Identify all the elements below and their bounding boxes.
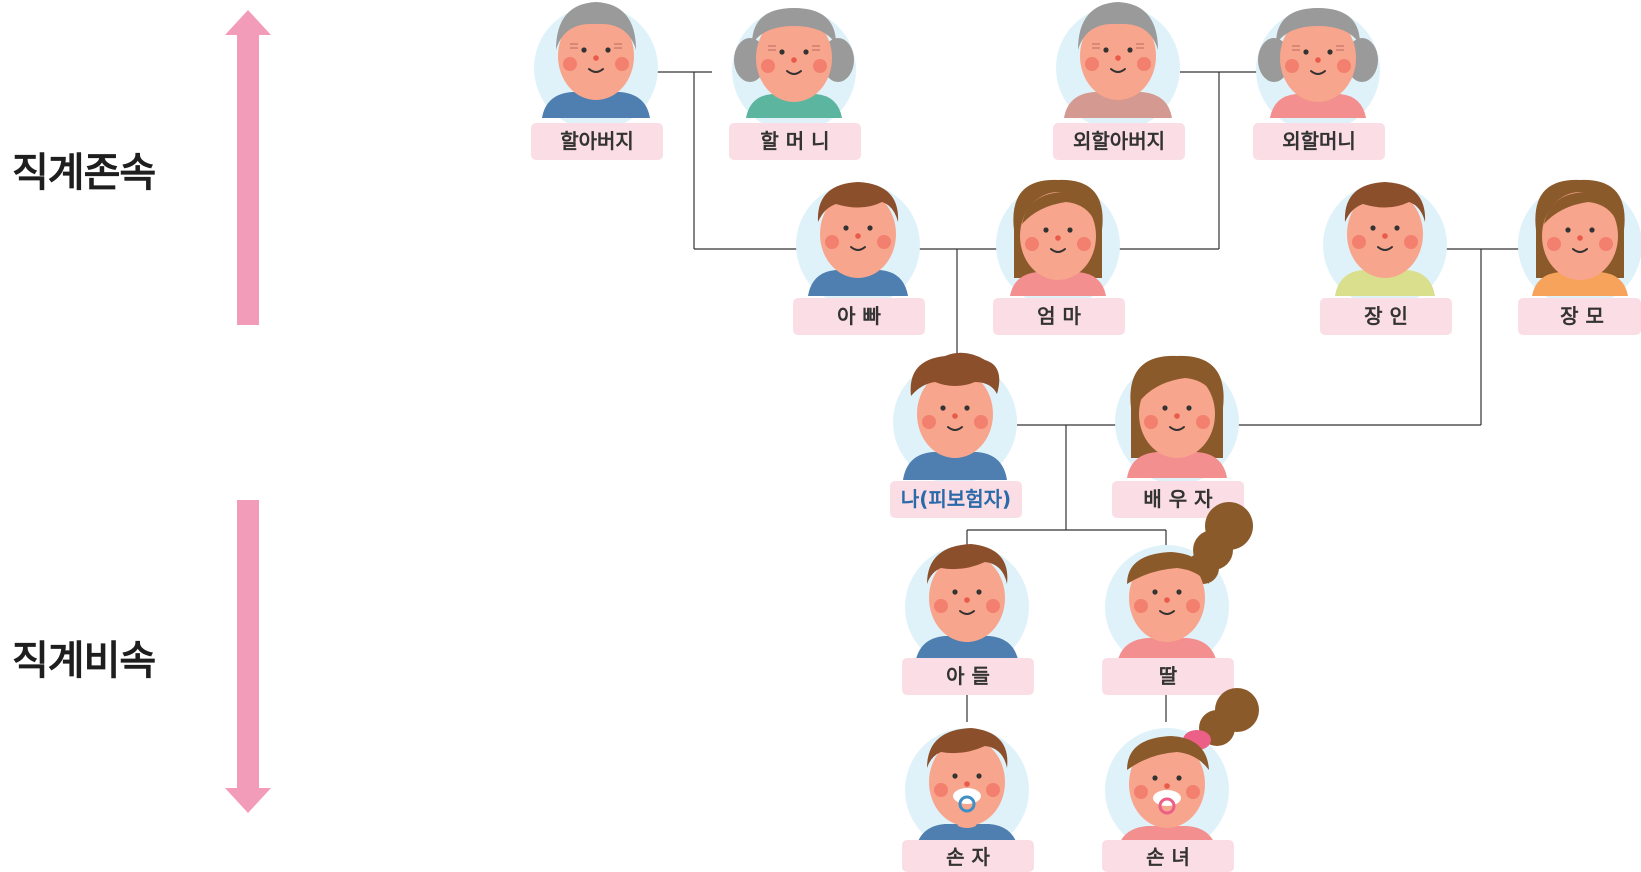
son-node: 아 들: [902, 544, 1034, 695]
father-in-law-label: 장 인: [1364, 304, 1408, 328]
grandson-node: 손 자: [902, 728, 1034, 872]
maternal-grandfather-label: 외할아버지: [1073, 129, 1165, 153]
spouse-label: 배 우 자: [1143, 487, 1213, 511]
maternal-grandmother-label: 외할머니: [1282, 129, 1356, 153]
granddaughter-node: 손 녀: [1102, 688, 1259, 872]
grandson-label: 손 자: [946, 845, 990, 869]
father-label: 아 빠: [837, 304, 881, 328]
mother-node: 엄 마: [993, 179, 1125, 335]
mother-in-law-node: 장 모: [1518, 179, 1641, 335]
grandmother-label: 할 머 니: [760, 129, 829, 153]
father-node: 아 빠: [793, 182, 925, 335]
connectors: [630, 71, 1520, 722]
granddaughter-label: 손 녀: [1146, 845, 1190, 869]
ascendant-arrow: [223, 10, 273, 328]
spouse-node: 배 우 자: [1112, 355, 1244, 518]
father-in-law-node: 장 인: [1320, 182, 1452, 335]
self-node: 나(피보험자): [890, 352, 1022, 518]
grandmother-node: 할 머 니: [729, 8, 861, 160]
self-label: 나(피보험자): [901, 487, 1011, 511]
maternal-grandmother-node: 외할머니: [1253, 8, 1385, 160]
maternal-grandfather-node: 외할아버지: [1053, 2, 1185, 160]
grandfather-node: 할아버지: [531, 2, 663, 160]
descendant-arrow: [223, 498, 273, 816]
mother-in-law-label: 장 모: [1560, 304, 1604, 328]
son-label: 아 들: [946, 664, 990, 688]
daughter-node: 딸: [1102, 502, 1253, 695]
daughter-label: 딸: [1159, 664, 1178, 688]
descendant-label: 직계비속: [12, 638, 156, 684]
mother-label: 엄 마: [1037, 304, 1081, 328]
ascendant-label: 직계존속: [12, 150, 156, 196]
grandfather-label: 할아버지: [560, 129, 634, 153]
